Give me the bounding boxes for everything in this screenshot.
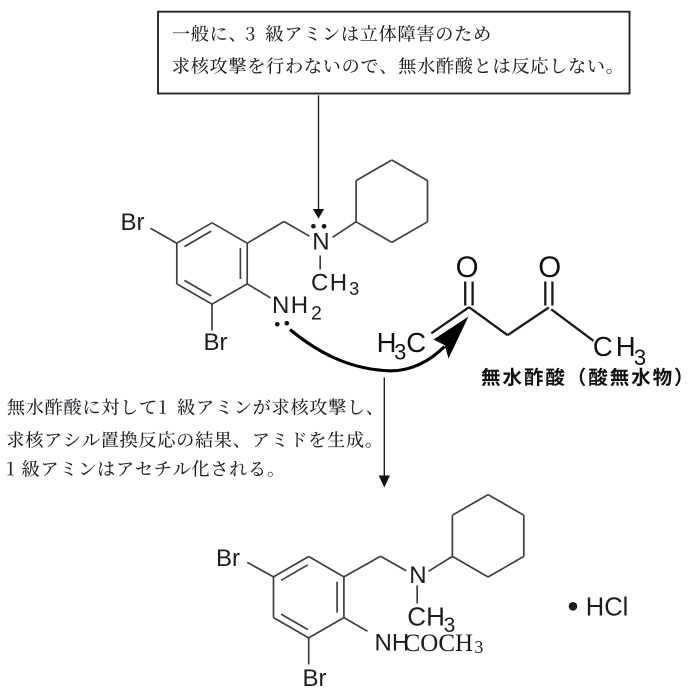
svg-text:Br: Br <box>216 545 240 572</box>
svg-text:NH: NH <box>272 292 309 319</box>
svg-text:3: 3 <box>394 340 406 365</box>
svg-text:3: 3 <box>444 614 456 637</box>
svg-text:NH: NH <box>375 629 410 656</box>
svg-text:O: O <box>456 251 479 284</box>
svg-text:Br: Br <box>121 209 145 236</box>
svg-text:Br: Br <box>303 665 327 692</box>
svg-text:CH: CH <box>407 601 445 631</box>
svg-text:2: 2 <box>311 303 322 325</box>
svg-text:C: C <box>406 327 426 358</box>
svg-text:CH: CH <box>311 269 348 296</box>
svg-text:3: 3 <box>349 278 359 299</box>
svg-text:3: 3 <box>475 637 484 657</box>
svg-text:C: C <box>593 331 613 362</box>
svg-text:HCl: HCl <box>586 593 629 621</box>
svg-text:3: 3 <box>634 345 646 370</box>
svg-text:H: H <box>377 327 397 358</box>
svg-text:O: O <box>538 251 561 284</box>
svg-text:H: H <box>616 331 636 362</box>
svg-text:COCH: COCH <box>404 630 473 657</box>
svg-text:N: N <box>409 562 426 589</box>
svg-text:N: N <box>312 229 329 256</box>
svg-text:Br: Br <box>204 329 228 356</box>
